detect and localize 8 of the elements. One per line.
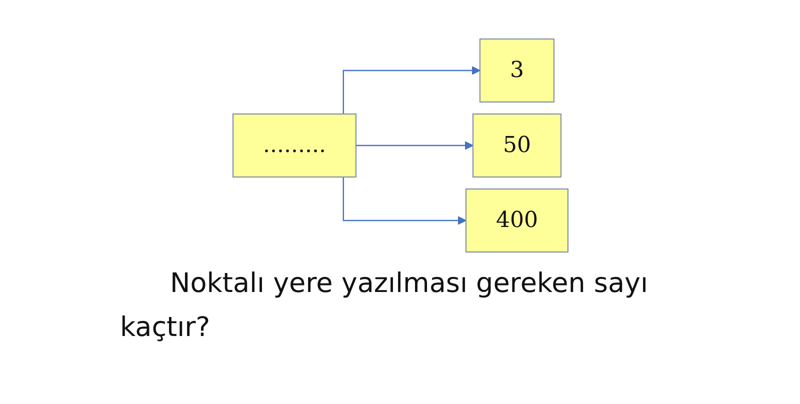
node-box: 50 — [472, 113, 561, 177]
node-box: ......... — [232, 113, 356, 177]
node-box: 3 — [478, 38, 554, 102]
node-box: 400 — [464, 188, 568, 252]
question-text: Noktalı yere yazılması gereken sayı kaçtır? — [120, 267, 649, 345]
arrow — [342, 66, 480, 114]
arrow — [354, 140, 473, 150]
arrow — [342, 176, 466, 224]
